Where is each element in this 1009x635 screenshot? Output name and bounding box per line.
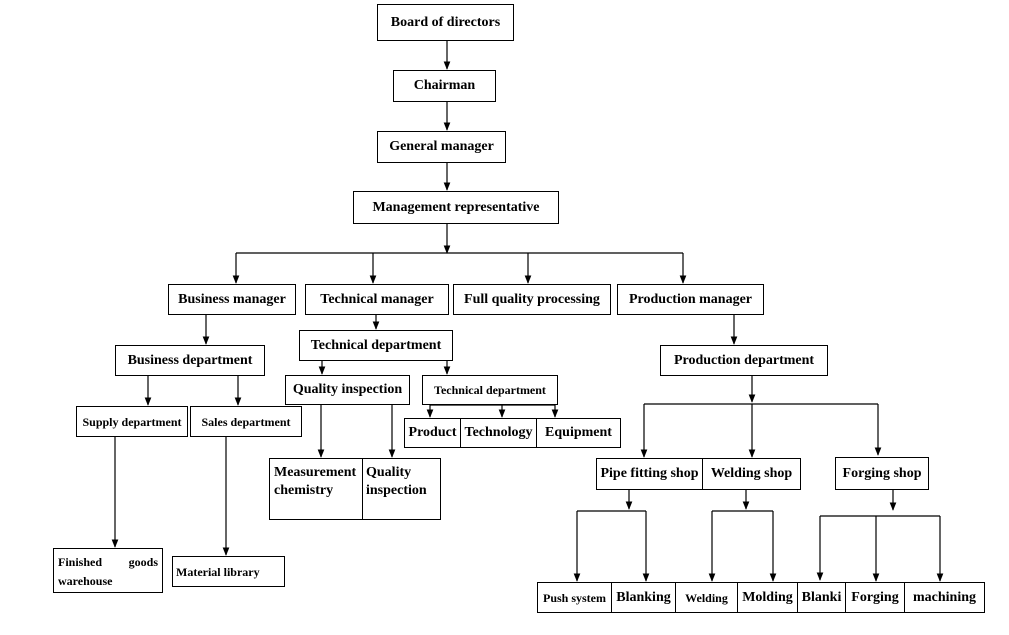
chemistry-label: chemistry — [274, 483, 334, 498]
blanking-cell: Blanking — [611, 583, 675, 612]
chairman-box: Chairman — [393, 70, 496, 102]
full-quality-processing-box: Full quality processing — [453, 284, 611, 315]
pipe-fitting-shop-label: Pipe fitting shop — [600, 466, 699, 481]
inspection-label: inspection — [366, 483, 427, 498]
workshop-processes-row: Push system Blanking Welding Molding Bla… — [537, 582, 985, 613]
welding-label: Welding — [685, 590, 728, 605]
business-department-label: Business department — [127, 352, 253, 368]
general-manager-label: General manager — [389, 139, 494, 154]
warehouse-label: warehouse — [58, 574, 113, 588]
molding-label: Molding — [742, 589, 793, 605]
material-library-label: Material library — [176, 564, 260, 579]
finished-label: Finished — [58, 555, 103, 569]
equipment-label: Equipment — [545, 425, 612, 440]
technical-department-box: Technical department — [299, 330, 453, 361]
production-manager-box: Production manager — [617, 284, 764, 315]
product-label: Product — [408, 425, 457, 440]
full-quality-processing-label: Full quality processing — [464, 291, 600, 307]
blanki-label: Blanki — [801, 589, 842, 605]
technical-department-sub-label: Technical department — [434, 383, 546, 397]
quality-label: Quality — [366, 465, 412, 480]
technical-manager-label: Technical manager — [320, 291, 434, 307]
business-manager-label: Business manager — [178, 291, 286, 307]
chairman-label: Chairman — [413, 78, 476, 93]
pipe-welding-shop-row: Pipe fitting shop Welding shop — [596, 458, 801, 490]
forging-label: Forging — [851, 589, 899, 605]
goods-label: goods — [128, 555, 158, 569]
technical-department-sub-box: Technical department — [422, 375, 558, 405]
quality-inspection-label: Quality inspection — [292, 382, 403, 397]
business-manager-box: Business manager — [168, 284, 296, 315]
machining-label: machining — [912, 589, 976, 605]
material-library-box: Material library — [172, 556, 285, 587]
blanking-label: Blanking — [616, 589, 671, 605]
technology-label: Technology — [464, 425, 533, 440]
molding-cell: Molding — [737, 583, 797, 612]
forging-shop-box: Forging shop — [835, 457, 929, 490]
production-department-label: Production department — [673, 352, 815, 368]
technical-department-label: Technical department — [310, 337, 442, 353]
machining-cell: machining — [904, 583, 984, 612]
pipe-fitting-shop-cell: Pipe fitting shop — [597, 459, 702, 489]
quality-inspection-cell: Quality inspection — [362, 459, 440, 519]
management-representative-box: Management representative — [353, 191, 559, 224]
forging-shop-label: Forging shop — [842, 465, 922, 481]
business-department-box: Business department — [115, 345, 265, 376]
technical-manager-box: Technical manager — [305, 284, 449, 315]
forging-cell: Forging — [845, 583, 904, 612]
technology-cell: Technology — [460, 419, 536, 447]
blanki-cell: Blanki — [797, 583, 845, 612]
finished-goods-warehouse-box: Finished goods warehouse — [53, 548, 163, 593]
supply-department-label: Supply department — [82, 414, 182, 429]
measurement-quality-row: Measurement chemistry Quality inspection — [269, 458, 441, 520]
management-representative-label: Management representative — [372, 199, 540, 215]
production-manager-label: Production manager — [628, 291, 752, 307]
measurement-chemistry-cell: Measurement chemistry — [270, 459, 362, 519]
equipment-cell: Equipment — [536, 419, 620, 447]
general-manager-box: General manager — [377, 131, 506, 163]
sales-department-label: Sales department — [201, 414, 291, 429]
product-cell: Product — [405, 419, 460, 447]
production-department-box: Production department — [660, 345, 828, 376]
product-technology-equipment-row: Product Technology Equipment — [404, 418, 621, 448]
quality-inspection-box: Quality inspection — [285, 375, 410, 405]
supply-department-box: Supply department — [76, 406, 188, 437]
board-of-directors-label: Board of directors — [390, 14, 501, 30]
push-system-label: Push system — [542, 590, 606, 605]
finished-goods-line: Finished goods — [58, 554, 158, 570]
push-system-cell: Push system — [538, 583, 611, 612]
measurement-label: Measurement — [274, 465, 357, 480]
welding-cell: Welding — [675, 583, 737, 612]
board-of-directors-box: Board of directors — [377, 4, 514, 41]
sales-department-box: Sales department — [190, 406, 302, 437]
welding-shop-label: Welding shop — [710, 466, 793, 481]
welding-shop-cell: Welding shop — [702, 459, 800, 489]
